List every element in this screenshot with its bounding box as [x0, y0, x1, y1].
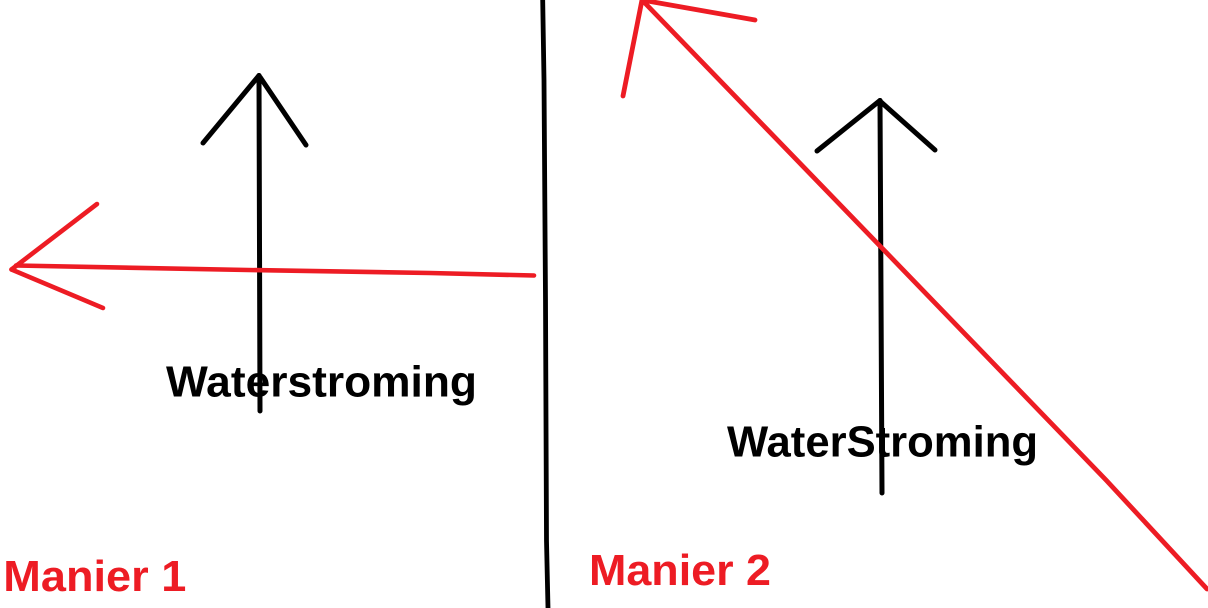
svg-text:Manier 2: Manier 2: [589, 547, 771, 595]
svg-text:Waterstroming: Waterstroming: [166, 359, 477, 407]
svg-text:WaterStroming: WaterStroming: [727, 419, 1038, 467]
svg-text:Manier 1: Manier 1: [3, 553, 186, 601]
